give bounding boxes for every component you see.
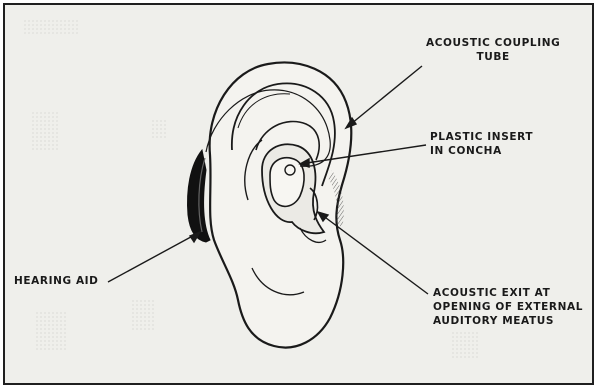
label-acoustic-exit-line2: OPENING OF EXTERNAL [433, 300, 583, 314]
label-plastic-insert: PLASTIC INSERT IN CONCHA [430, 130, 533, 158]
plastic-insert [270, 158, 304, 207]
label-coupling-tube: ACOUSTIC COUPLING TUBE [426, 36, 560, 64]
label-coupling-tube-line2: TUBE [426, 50, 560, 64]
label-hearing-aid: HEARING AID [14, 274, 99, 288]
label-acoustic-exit-line3: AUDITORY MEATUS [433, 314, 583, 328]
label-plastic-insert-line2: IN CONCHA [430, 144, 533, 158]
arrow-coupling-tube [346, 66, 422, 128]
label-acoustic-exit-line1: ACOUSTIC EXIT AT [433, 286, 583, 300]
label-acoustic-exit: ACOUSTIC EXIT AT OPENING OF EXTERNAL AUD… [433, 286, 583, 328]
label-hearing-aid-line1: HEARING AID [14, 274, 99, 288]
label-plastic-insert-line1: PLASTIC INSERT [430, 130, 533, 144]
insert-tube-opening [285, 165, 295, 175]
label-coupling-tube-line1: ACOUSTIC COUPLING [426, 36, 560, 50]
arrow-hearing-aid [108, 232, 200, 282]
